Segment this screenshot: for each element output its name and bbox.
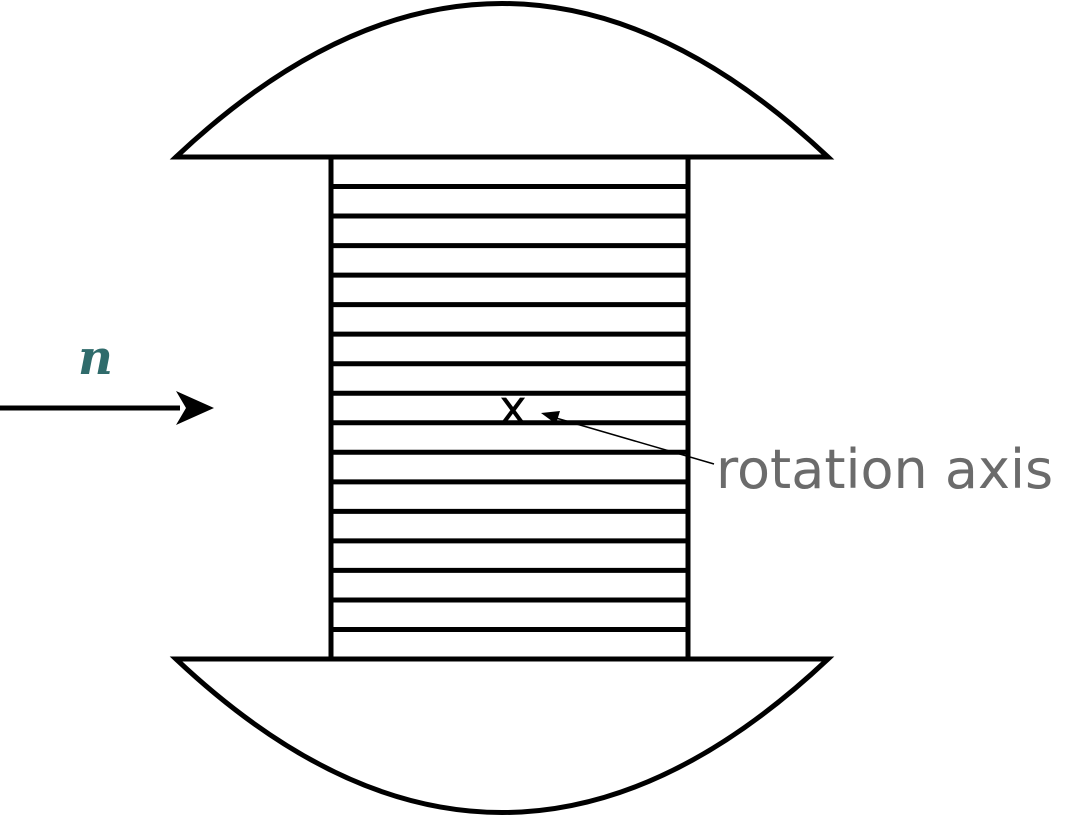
rotation-axis-label: rotation axis [716, 438, 1053, 501]
top-dome-cap [169, 1, 835, 160]
flow-direction-label: n [78, 330, 113, 386]
bottom-dome-cap [169, 656, 835, 815]
rotation-axis-marker: x [499, 380, 527, 436]
rotation-axis-leader [555, 417, 715, 465]
stack-plates [331, 154, 688, 662]
flow-arrow-head [176, 391, 214, 425]
layered-stack [328, 154, 691, 662]
rotation-axis-leader-arrowhead [541, 411, 560, 424]
